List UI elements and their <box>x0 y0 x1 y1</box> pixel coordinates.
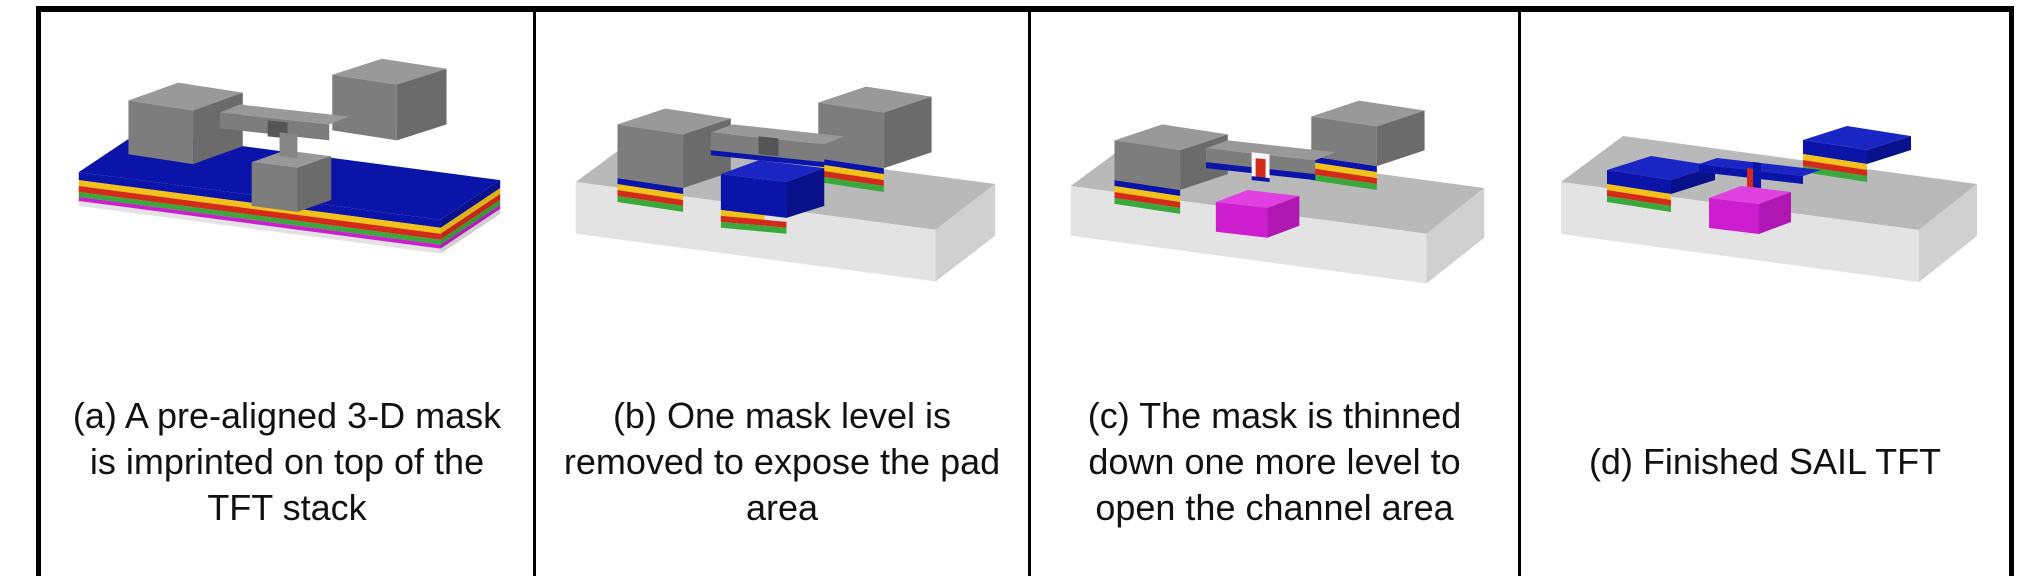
panel-b: (b) One mask level is removed to expose … <box>536 12 1031 576</box>
caption-a: (a) A pre-aligned 3-D mask is imprinted … <box>72 395 502 528</box>
illustration-c-channel-opened <box>1070 100 1485 284</box>
panel-c: (c) The mask is thinned down one more le… <box>1031 12 1521 576</box>
caption-b: (b) One mask level is removed to expose … <box>563 395 1001 528</box>
panel-d: (d) Finished SAIL TFT <box>1521 12 2009 576</box>
panel-a: (a) A pre-aligned 3-D mask is imprinted … <box>41 12 536 576</box>
illustration-d-finished-sail-tft <box>1561 126 1977 282</box>
caption-d: (d) Finished SAIL TFT <box>1588 441 1942 482</box>
illustration-a-stack-with-mask <box>78 58 501 254</box>
caption-c: (c) The mask is thinned down one more le… <box>1087 395 1462 528</box>
illustration-b-pad-exposed <box>575 86 996 282</box>
figure-frame: (a) A pre-aligned 3-D mask is imprinted … <box>36 6 2014 576</box>
